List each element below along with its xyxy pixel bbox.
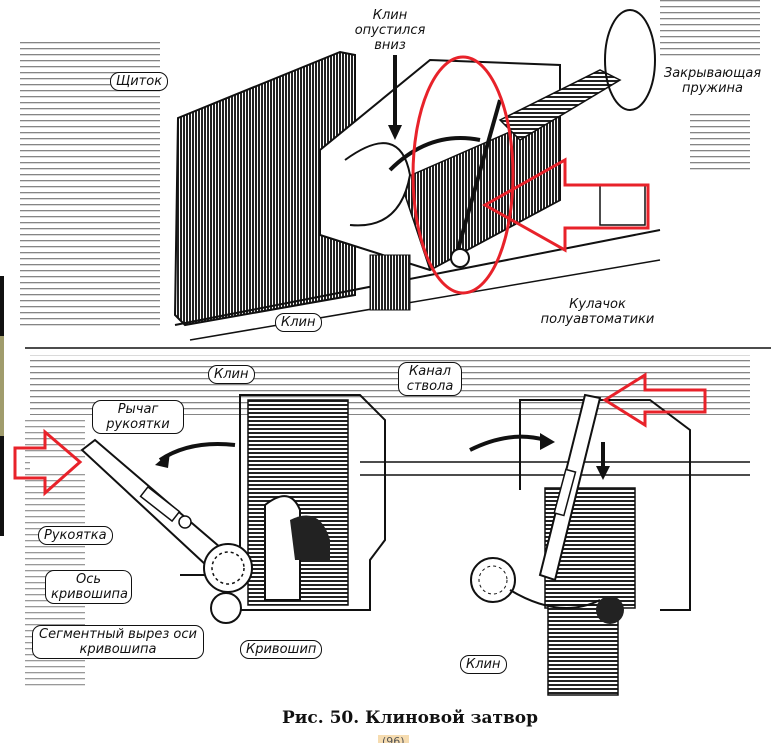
- label-crank: Кривошип: [240, 640, 323, 659]
- highlight-ellipse: [411, 55, 515, 295]
- label-wedge-top: Клин: [275, 313, 322, 332]
- annotation-arrow-left-2: [602, 372, 707, 428]
- label-handle-lever: Рычаг рукоятки: [92, 400, 184, 434]
- label-segment-cut: Сегментный вырез оси кривошипа: [32, 625, 204, 659]
- label-cam: Кулачок полуавтоматики: [540, 297, 655, 327]
- bottom-right-view: [469, 393, 691, 696]
- label-wedge-right: Клин: [460, 655, 507, 674]
- annotation-arrow-right: [13, 428, 83, 497]
- top-view: [173, 9, 661, 341]
- label-wedge-lowered: Клин опустился вниз: [354, 8, 426, 53]
- left-edge-strip: [0, 276, 4, 336]
- figure-caption: Рис. 50. Клиновой затвор: [282, 708, 539, 728]
- label-shield: Щиток: [110, 72, 169, 91]
- label-wedge-bottom: Клин: [208, 365, 255, 384]
- label-handle: Рукоятка: [38, 526, 113, 545]
- left-edge-strip: [0, 436, 4, 536]
- label-crank-axis: Ось кривошипа: [45, 570, 132, 604]
- label-bore: Канал ствола: [398, 362, 462, 396]
- page-number: (96): [378, 735, 409, 743]
- shield-plate: [173, 50, 356, 327]
- annotation-arrow-left: [481, 157, 650, 253]
- bottom-left-view: [30, 394, 750, 624]
- label-closing-spring: Закрывающая пружина: [663, 66, 762, 96]
- left-edge-strip: [0, 336, 4, 436]
